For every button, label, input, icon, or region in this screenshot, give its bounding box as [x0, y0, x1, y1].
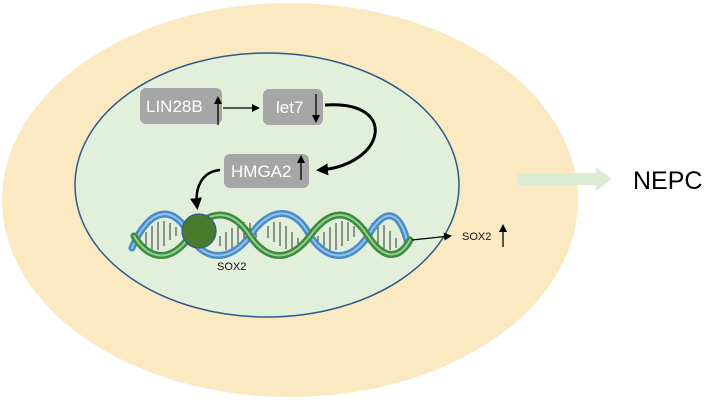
lin28b-label: LIN28B: [146, 97, 203, 116]
arrow-let7-hmga2: [316, 103, 377, 176]
sox2-gene-label: SOX2: [217, 261, 246, 273]
let7-label: let7: [276, 98, 303, 117]
node-let7: let7: [263, 89, 323, 125]
block-arrow-to-nepc: [518, 167, 612, 191]
arrow-hmga2-sox2: [190, 168, 221, 210]
up-arrow-icon: [499, 224, 507, 247]
arrow-dna-sox2: [411, 232, 452, 241]
down-arrow-icon: [312, 94, 320, 123]
hmga2-label: HMGA2: [231, 162, 291, 181]
node-lin28b: LIN28B: [140, 88, 222, 125]
dna-helix: [128, 210, 414, 259]
node-hmga2: HMGA2: [224, 154, 309, 188]
sox2-output-label: SOX2: [462, 231, 491, 243]
sox2-protein: [181, 213, 217, 249]
nepc-label: NEPC: [633, 167, 702, 195]
up-arrow-icon: [297, 155, 305, 180]
up-arrow-icon: [214, 96, 222, 125]
